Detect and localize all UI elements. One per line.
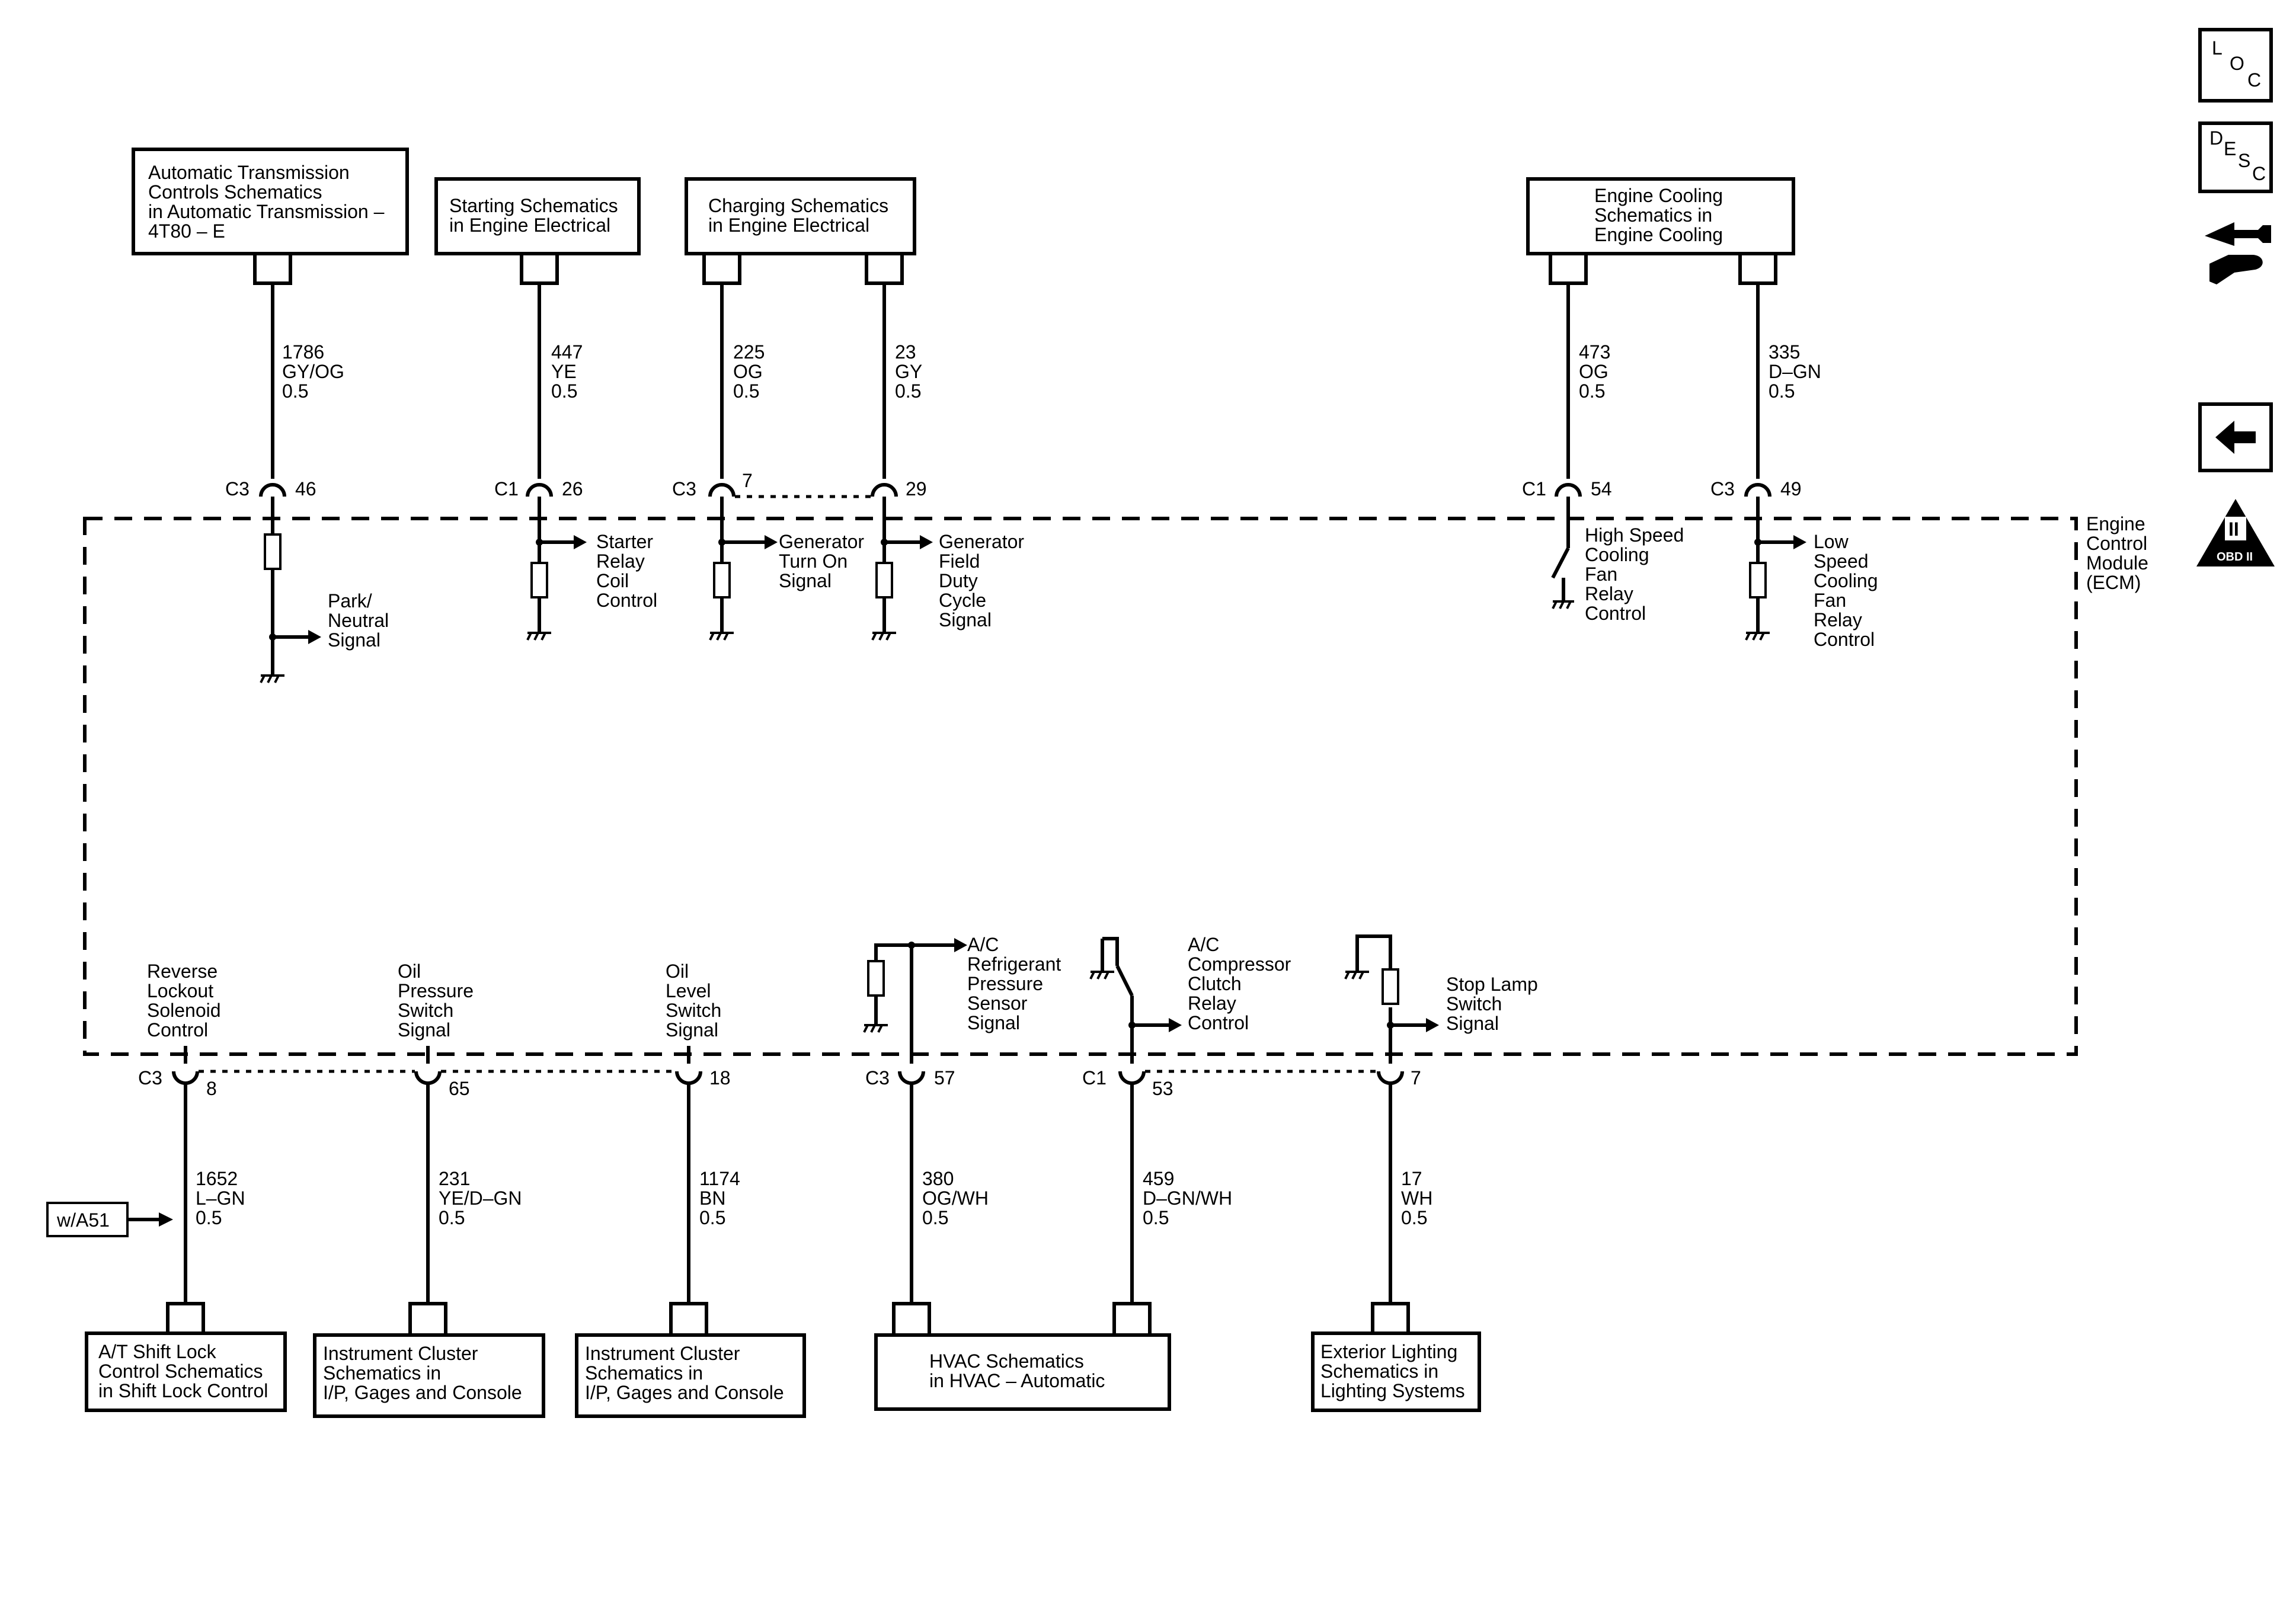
ref-charging-box[interactable]: Charging Schematics in Engine Electrical [685, 177, 916, 255]
signal-oil-pressure: Oil Pressure Switch Signal [398, 961, 479, 1041]
ref-starting-box[interactable]: Starting Schematics in Engine Electrical [434, 177, 641, 255]
wire-380-label: 380 OG/WH 0.5 [922, 1168, 994, 1228]
signal-park-neutral: Park/ Neutral Signal [328, 590, 394, 651]
pin-29: 29 [906, 478, 927, 500]
back-button[interactable] [2198, 402, 2273, 472]
wire-17-label: 17 WH 0.5 [1401, 1168, 1438, 1228]
pin-7-bottom: 7 [1411, 1067, 1421, 1089]
svg-text:Starting Schematics in E: Starting Schematics in Engine Electrical [449, 195, 623, 236]
signal-high-speed-fan: High Speed Cooling Fan Relay Control [1585, 524, 1689, 624]
svg-text:Instrument Cluster Schem: Instrument Cluster Schematics in I/P, Ga… [585, 1343, 784, 1403]
ref-shift-lock-box[interactable]: A/T Shift Lock Control Schematics in Shi… [85, 1331, 287, 1412]
svg-text:Engine Cooling Schematic: Engine Cooling Schematics in Engine Cool… [1594, 185, 1728, 245]
svg-text:OBD II: OBD II [2217, 550, 2253, 564]
circuit-high-speed-fan: High Speed Cooling Fan Relay Control [1551, 497, 1689, 624]
svg-text:Automatic Transmission C: Automatic Transmission Controls Schemati… [148, 162, 389, 242]
circuit-generator-turn-on: Generator Turn On Signal [709, 497, 869, 641]
wire-335-label: 335 D–GN 0.5 [1769, 341, 1827, 402]
wire-225-label: 225 OG 0.5 [733, 341, 770, 402]
ref-cluster-box-1[interactable]: Instrument Cluster Schematics in I/P, Ga… [313, 1333, 545, 1418]
ref-ext-lighting-box[interactable]: Exterior Lighting Schematics in Lighting… [1311, 1331, 1481, 1412]
loc-icon: L O C [2212, 37, 2261, 91]
desc-icon: D E S C [2209, 127, 2266, 184]
circuit-generator-field: Generator Field Duty Cycle Signal [871, 497, 1029, 641]
signal-stop-lamp: Stop Lamp Switch Signal [1446, 974, 1543, 1034]
ref-cooling-box[interactable]: Engine Cooling Schematics in Engine Cool… [1526, 177, 1795, 255]
bottom-wires [184, 1083, 1392, 1304]
top-wires [271, 283, 1760, 479]
wire-231-label: 231 YE/D–GN 0.5 [439, 1168, 527, 1228]
svg-text:Exterior Lighting Schema: Exterior Lighting Schematics in Lighting… [1320, 1341, 1465, 1401]
circuit-low-speed-fan: Low Speed Cooling Fan Relay Control [1745, 497, 1883, 650]
obd-ii-badge[interactable]: II OBD II [2196, 499, 2275, 566]
signal-low-speed-fan: Low Speed Cooling Fan Relay Control [1814, 531, 1883, 650]
wire-1786-label: 1786 GY/OG 0.5 [282, 341, 350, 402]
signal-generator-field: Generator Field Duty Cycle Signal [939, 531, 1029, 630]
wire-459-label: 459 D–GN/WH 0.5 [1143, 1168, 1237, 1228]
bottom-connector-arcs [172, 1071, 1404, 1085]
wire-1174-label: 1174 BN 0.5 [699, 1168, 746, 1228]
circuit-ac-clutch: A/C Compressor Clutch Relay Control [1089, 934, 1296, 1064]
signal-starter-relay: Starter Relay Coil Control [596, 531, 658, 611]
signal-reverse-lockout: Reverse Lockout Solenoid Control [147, 961, 226, 1041]
wire-1652-label: 1652 L–GN 0.5 [196, 1168, 250, 1228]
wire-447-label: 447 YE 0.5 [551, 341, 588, 402]
signal-generator-turn-on: Generator Turn On Signal [779, 531, 869, 591]
ref-trans-box[interactable]: Automatic Transmission Controls Schemati… [132, 148, 409, 255]
ecm-boundary [83, 517, 2078, 1056]
top-connector-arcs [259, 483, 1771, 497]
pin-18: 18 [709, 1067, 731, 1089]
svg-text:Instrument Cluster Schem: Instrument Cluster Schematics in I/P, Ga… [323, 1343, 522, 1403]
bottom-box-stubs [166, 1302, 1410, 1333]
ref-cluster-box-2[interactable]: Instrument Cluster Schematics in I/P, Ga… [575, 1333, 806, 1418]
back-arrow-icon [2215, 421, 2256, 454]
svg-text:Charging Schematics in E: Charging Schematics in Engine Electrical [708, 195, 894, 236]
ref-hvac-box[interactable]: HVAC Schematics in HVAC – Automatic [874, 1333, 1171, 1411]
signal-ac-pressure: A/C Refrigerant Pressure Sensor Signal [967, 934, 1066, 1033]
pin-65: 65 [449, 1078, 470, 1099]
wire-23-label: 23 GY 0.5 [895, 341, 928, 402]
signal-ac-clutch: A/C Compressor Clutch Relay Control [1188, 934, 1296, 1033]
desc-button[interactable]: D E S C [2198, 121, 2273, 193]
circuit-stop-lamp: Stop Lamp Switch Signal [1344, 934, 1543, 1064]
hand-wrench-icon [2205, 222, 2271, 284]
loc-button[interactable]: L O C [2198, 28, 2273, 103]
repair-hand-button[interactable] [2205, 222, 2271, 284]
signal-oil-level: Oil Level Switch Signal [666, 961, 727, 1041]
svg-text:w/A51: w/A51 [56, 1209, 110, 1231]
svg-text:A/T Shift Lock Control S: A/T Shift Lock Control Schematics in Shi… [98, 1341, 268, 1401]
wire-473-label: 473 OG 0.5 [1579, 341, 1616, 402]
ecm-label: Engine Control Module (ECM) [2086, 513, 2154, 593]
top-box-stubs [253, 254, 1777, 285]
svg-text:II: II [2228, 518, 2239, 540]
circuit-park-neutral: Park/ Neutral Signal [260, 497, 394, 683]
circuit-ac-pressure: A/C Refrigerant Pressure Sensor Signal [863, 934, 1066, 1064]
bottom-internal-stubs [184, 1046, 690, 1064]
svg-text:HVAC Schematics in HVAC: HVAC Schematics in HVAC – Automatic [929, 1350, 1105, 1391]
circuit-starter-relay: Starter Relay Coil Control [526, 497, 658, 641]
option-tag-a51: w/A51 [46, 1202, 173, 1237]
